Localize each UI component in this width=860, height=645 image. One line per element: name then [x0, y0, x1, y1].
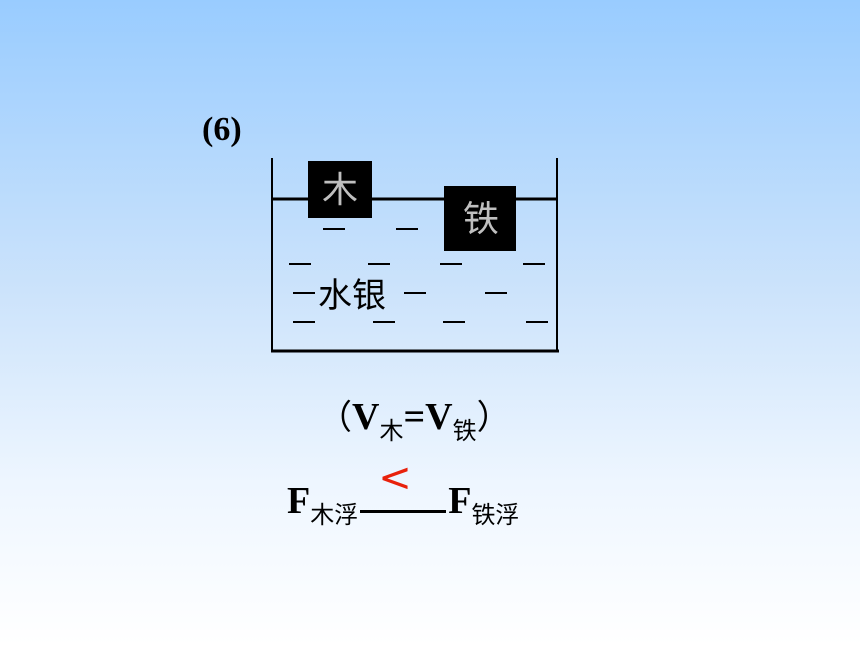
force-symbol-iron: F: [448, 480, 472, 522]
volume-subscript-wood: 木: [379, 417, 404, 445]
force-subscript-wood: 木浮: [310, 501, 359, 529]
answer-less-than: <: [378, 455, 412, 501]
volume-condition: （V木=V铁）: [318, 392, 511, 446]
force-comparison: F木浮<F铁浮: [287, 456, 520, 530]
answer-blank: <: [360, 456, 447, 513]
volume-symbol-iron: V: [425, 396, 453, 438]
force-subscript-iron: 铁浮: [471, 501, 520, 529]
volume-symbol-wood: V: [352, 396, 380, 438]
problem-number: (6): [202, 111, 242, 148]
liquid-dashes: [289, 228, 548, 323]
iron-block: [444, 186, 516, 251]
iron-block-label: 铁: [463, 199, 499, 240]
equals-sign: =: [403, 396, 426, 438]
force-symbol-wood: F: [287, 480, 311, 522]
volume-subscript-iron: 铁: [452, 417, 477, 445]
wood-block: [308, 161, 372, 218]
wood-block-label: 木: [322, 170, 358, 211]
open-paren: （: [318, 398, 352, 438]
liquid-label: 水银: [318, 276, 386, 316]
close-paren: ）: [476, 398, 511, 438]
